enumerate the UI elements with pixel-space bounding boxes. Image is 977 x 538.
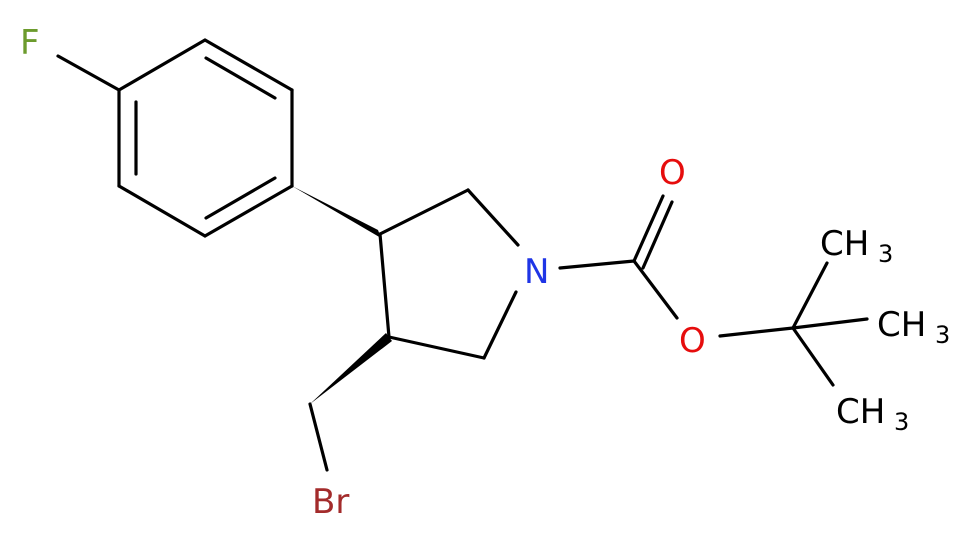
ring-bond xyxy=(117,38,207,92)
ring-bond xyxy=(203,184,294,238)
methyl-label: CH xyxy=(877,305,926,345)
ester-oxygen-label: O xyxy=(679,321,706,361)
fluorine-label: F xyxy=(20,23,40,63)
methyl-group-middle: CH 3 xyxy=(877,305,950,349)
fluorophenyl-ring xyxy=(117,38,294,238)
methyl-bond xyxy=(791,261,829,330)
methyl-subscript: 3 xyxy=(935,321,950,349)
ring-bond xyxy=(203,38,294,92)
nitrogen-label: N xyxy=(524,252,549,292)
carbonyl-oxygen-label: O xyxy=(659,153,686,193)
methyl-subscript: 3 xyxy=(878,240,893,268)
ring-bond xyxy=(117,184,207,238)
methyl-group-top: CH 3 xyxy=(820,224,893,268)
wedge-bond-bromomethyl xyxy=(310,333,392,404)
methyl-bond xyxy=(791,317,869,330)
n-carbonyl-bond xyxy=(558,259,636,270)
ring-bond xyxy=(482,290,518,360)
ester-bond xyxy=(632,259,679,320)
methyl-label: CH xyxy=(820,224,869,264)
methyl-subscript: 3 xyxy=(894,408,909,436)
o-tbutyl-bond xyxy=(718,326,795,338)
pyrrolidine-ring xyxy=(378,188,520,360)
methyl-label: CH xyxy=(836,392,885,432)
ring-bond xyxy=(466,188,520,247)
ring-bond xyxy=(387,335,486,360)
ring-bond xyxy=(378,232,391,339)
c-br-bond xyxy=(308,402,329,472)
methyl-bond xyxy=(791,326,835,387)
aromatic-inner-bond xyxy=(204,56,277,100)
ring-bond xyxy=(378,188,470,236)
wedge-bond-aryl xyxy=(292,186,381,238)
bromine-label: Br xyxy=(312,482,349,522)
carbonyl-double-bond xyxy=(632,194,665,263)
aromatic-inner-bond xyxy=(204,176,277,220)
carbonyl-double-bond xyxy=(641,200,674,270)
methyl-group-bottom: CH 3 xyxy=(836,392,909,436)
c-f-bond xyxy=(56,54,121,92)
